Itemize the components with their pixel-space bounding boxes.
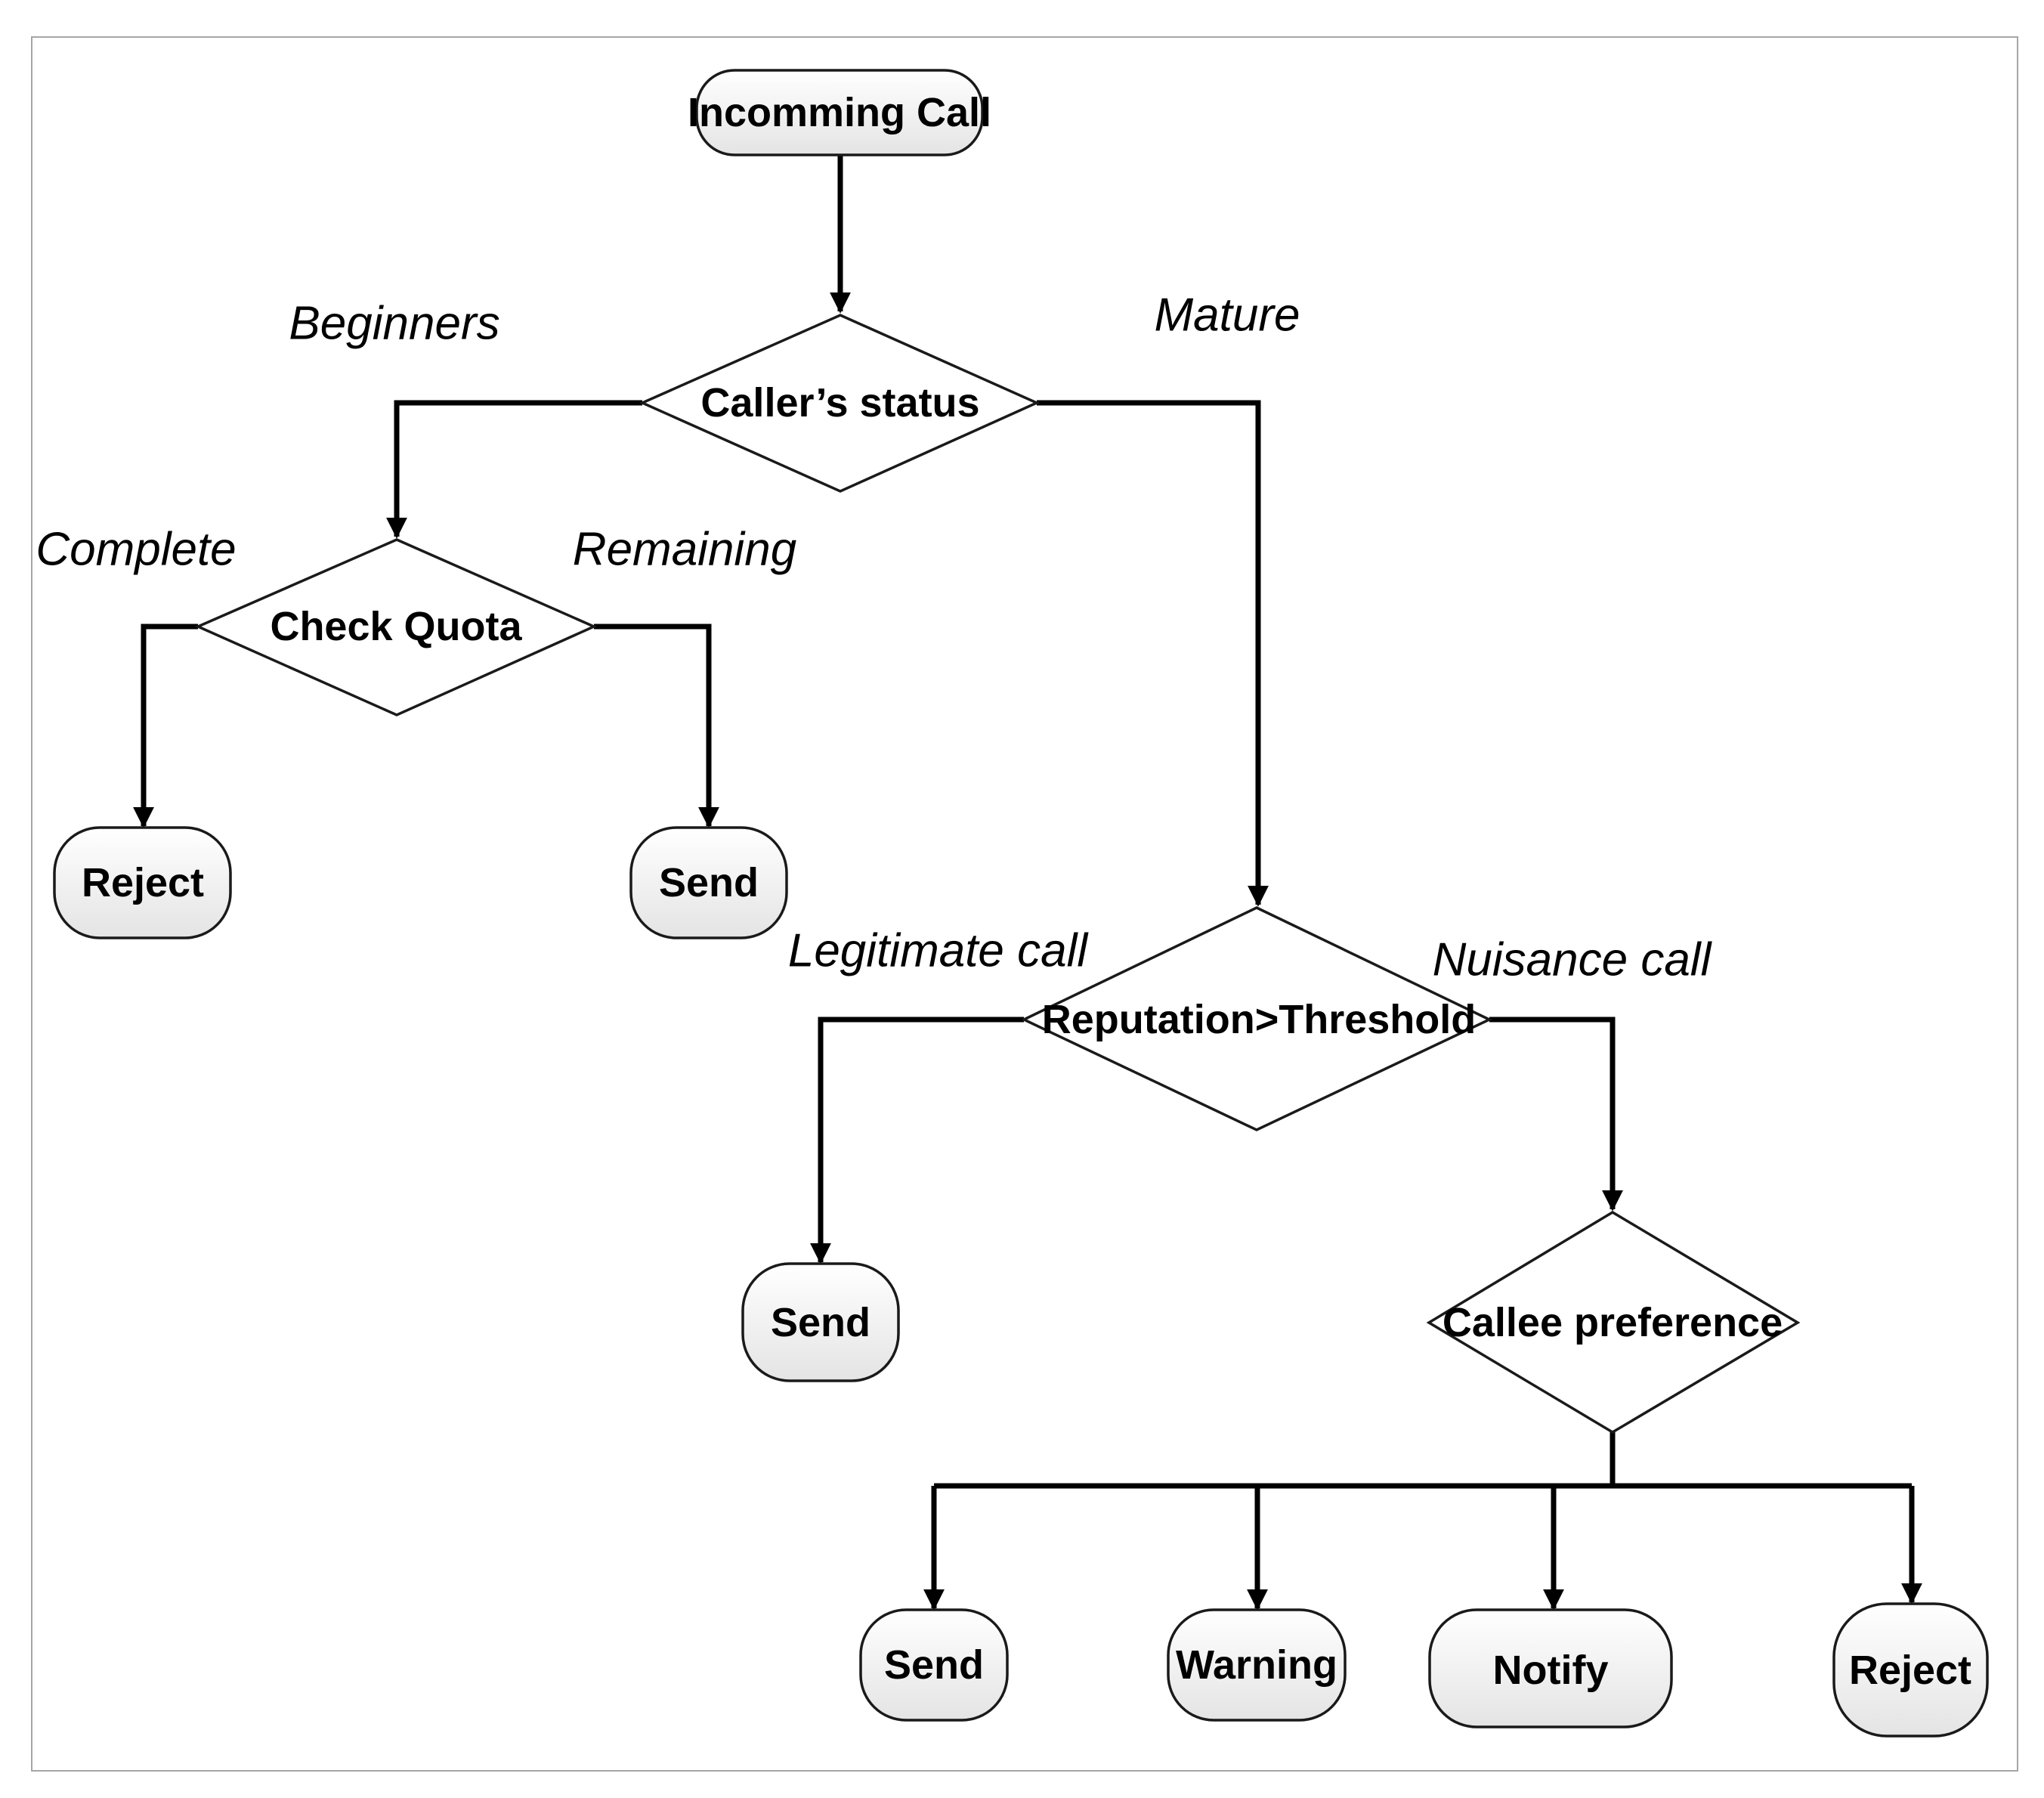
node-reject-preference-label: Reject — [1849, 1648, 1971, 1693]
label-mature: Mature — [1155, 289, 1300, 342]
edge-status-beginners — [386, 400, 642, 539]
node-reject-quota-label: Reject — [82, 860, 204, 905]
node-warning-preference-label: Warning — [1176, 1642, 1337, 1688]
edge-reputation-legitimate — [810, 1017, 1024, 1264]
decision-callers-status-label: Caller’s status — [700, 380, 979, 426]
node-send-legitimate: Send — [741, 1262, 900, 1382]
decision-reputation-threshold-label: Reputation>Threshold — [1042, 997, 1477, 1042]
decision-check-quota-label: Check Quota — [270, 604, 522, 649]
edge-quota-complete — [133, 624, 198, 828]
label-remaining: Remaining — [573, 524, 796, 576]
node-incoming-call-label: Incomming Call — [688, 90, 991, 135]
node-reject-quota: Reject — [53, 826, 232, 939]
label-beginners: Beginners — [289, 298, 499, 350]
edge-quota-remaining — [594, 624, 719, 828]
node-incoming-call: Incomming Call — [688, 69, 991, 156]
node-send-preference-label: Send — [884, 1642, 984, 1688]
decision-check-quota: Check Quota — [194, 538, 598, 716]
decision-callee-preference: Callee preference — [1426, 1210, 1801, 1434]
label-complete: Complete — [36, 524, 236, 576]
decision-reputation-threshold: Reputation>Threshold — [1020, 906, 1493, 1131]
label-legitimate-call: Legitimate call — [788, 925, 1090, 977]
node-send-quota-label: Send — [659, 860, 759, 905]
connectors — [133, 151, 1922, 1611]
node-warning-preference: Warning — [1167, 1608, 1347, 1722]
node-send-legitimate-label: Send — [771, 1300, 870, 1345]
diagram-frame — [31, 36, 2018, 1772]
node-reject-preference: Reject — [1832, 1602, 1989, 1738]
node-send-quota: Send — [629, 826, 788, 939]
node-notify-preference-label: Notify — [1493, 1648, 1609, 1693]
edge-labels: Beginners Mature Complete Remaining Legi… — [36, 289, 1712, 986]
node-notify-preference: Notify — [1428, 1608, 1673, 1728]
edge-reputation-nuisance — [1489, 1017, 1623, 1212]
node-send-preference: Send — [859, 1608, 1009, 1722]
decision-callers-status: Caller’s status — [639, 314, 1041, 493]
edge-status-mature — [1037, 400, 1269, 907]
decision-callee-preference-label: Callee preference — [1443, 1300, 1783, 1345]
label-nuisance-call: Nuisance call — [1433, 934, 1713, 986]
